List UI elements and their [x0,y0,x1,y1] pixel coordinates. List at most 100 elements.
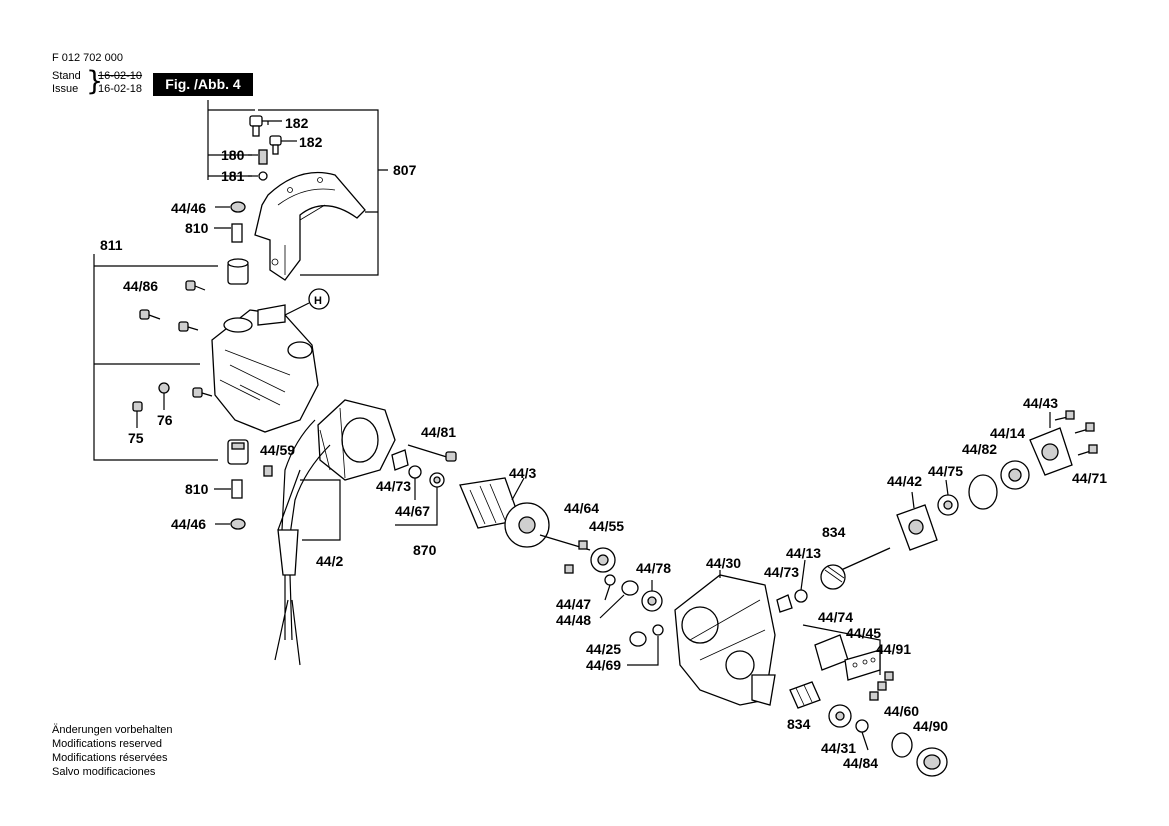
plug-44-25 [629,631,647,647]
callout-834-lower: 834 [787,716,811,732]
spacer-181 [248,171,268,181]
footer-line-fr: Modifications réservées [52,752,168,764]
bearing-870 [395,472,445,526]
callout-44-91: 44/91 [876,641,911,657]
screws-44-71 [1054,410,1098,456]
oring-44-82 [968,474,998,510]
callout-76: 76 [157,412,173,428]
nut-44-48 [599,580,639,619]
screw-75 [132,401,143,428]
washer-44-64 [578,540,588,550]
bearing-44-75 [937,479,959,516]
bracket-group-807 [207,100,388,276]
clip-44-73-left [391,449,409,471]
callout-44-42: 44/42 [887,473,922,489]
stand-date: 16-02-10 [98,70,143,82]
brush-cap-44-46-bottom [215,518,246,530]
screw-44-86-a [185,280,206,291]
screws-44-91 [869,671,894,701]
cover-plate-44-43 [1029,412,1073,476]
callout-180: 180 [221,147,245,163]
bearing-44-78 [641,580,663,612]
terminal-44-59 [263,465,273,477]
bearing-44-31 [828,704,852,728]
callout-44-86: 44/86 [123,278,158,294]
figure-label: Fig. /Abb. 4 [153,73,253,96]
callout-44-82: 44/82 [962,441,997,457]
brush-holder-bottom [227,439,249,465]
callout-44-84: 44/84 [843,755,878,771]
callout-870: 870 [413,542,437,558]
stand-label: Stand [52,70,81,82]
reference-h-marker [284,288,330,316]
gear-housing-44-30 [674,570,776,706]
carbon-brush-810-bottom [214,479,243,499]
screw-182-top [249,115,282,137]
carbon-brush-810-top [214,223,243,243]
callout-811: 811 [100,237,123,253]
callout-44-2: 44/2 [316,553,343,569]
screw-44-pair [564,564,574,574]
armature-44-3 [459,477,591,551]
callout-44-69: 44/69 [586,657,621,673]
callout-44-67: 44/67 [395,503,430,519]
callout-44-46-bottom: 44/46 [171,516,206,532]
callout-44-46-top: 44/46 [171,200,206,216]
oring-44-60 [891,732,913,758]
callout-834-upper: 834 [822,524,846,540]
callout-44-90: 44/90 [913,718,948,734]
footer-line-de: Änderungen vorbehalten [52,724,173,736]
curved-bracket-807 [254,171,366,281]
clip-44-73-right [776,594,793,613]
brush-cap-44-46-top [215,201,246,213]
callout-182-top: 182 [285,115,309,131]
ring-44-47 [604,574,616,601]
motor-housing [211,304,319,433]
screw-44-86-b [139,309,161,320]
callout-44-48: 44/48 [556,612,591,628]
cover-44-74 [814,634,849,671]
screw-44-86-c [178,321,199,332]
callout-807: 807 [393,162,417,178]
issue-date: 16-02-18 [98,83,143,95]
callout-44-30: 44/30 [706,555,741,571]
brace-icon: } [86,66,104,97]
callout-44-64: 44/64 [564,500,599,516]
callout-44-14: 44/14 [990,425,1025,441]
field-coil-44-2 [274,399,396,666]
callout-44-78: 44/78 [636,560,671,576]
spring-180 [248,149,268,165]
callout-44-25: 44/25 [586,641,621,657]
callout-h: H [314,295,322,307]
oring-44-69 [627,624,664,666]
callout-44-55: 44/55 [589,518,624,534]
pinion-shaft-834 [820,547,891,590]
screw-182-second [269,135,297,155]
callout-44-13: 44/13 [786,545,821,561]
callout-44-60: 44/60 [884,703,919,719]
callout-44-59: 44/59 [260,442,295,458]
callout-44-73-left: 44/73 [376,478,411,494]
callout-44-74: 44/74 [818,609,853,625]
callout-44-73-right: 44/73 [764,564,799,580]
callout-44-47: 44/47 [556,596,591,612]
footer-line-es: Salvo modificaciones [52,766,156,778]
callout-182-second: 182 [299,134,323,150]
washer-44-13 [794,559,808,603]
callout-44-81: 44/81 [421,424,456,440]
washer-76 [158,382,170,410]
screw-44-86-d [192,387,213,398]
issue-label: Issue [52,83,79,95]
callout-44-75: 44/75 [928,463,963,479]
cap-44-90 [916,747,948,777]
bracket-811 [93,254,218,461]
callout-44-43: 44/43 [1023,395,1058,411]
nut-44-84 [855,719,869,751]
document-number: F 012 702 000 [52,52,123,64]
callout-181: 181 [221,168,245,184]
callout-44-45: 44/45 [846,625,881,641]
callout-44-71: 44/71 [1072,470,1107,486]
brush-holder-top [227,258,249,285]
pinion-834-lower [789,681,821,709]
